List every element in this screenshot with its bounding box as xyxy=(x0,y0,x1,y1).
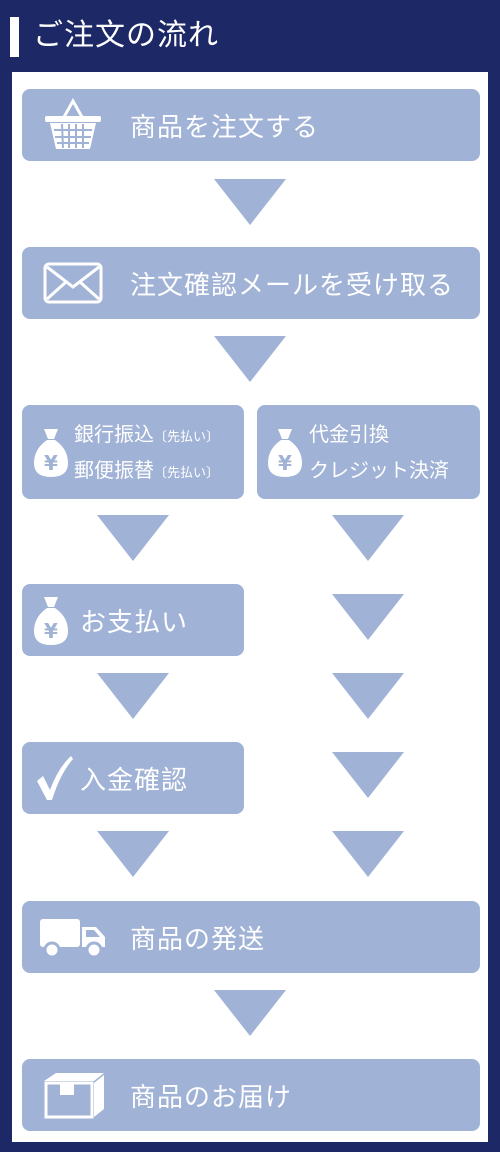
step-mail-label: 注文確認メールを受け取る xyxy=(130,271,455,301)
step-shipping: 商品の発送 xyxy=(22,901,480,973)
page-title: ご注文の流れ xyxy=(33,18,219,53)
credit-label: クレジット決済 xyxy=(309,458,449,482)
arrow-down xyxy=(332,831,404,877)
svg-text:¥: ¥ xyxy=(44,619,58,643)
arrow-down xyxy=(214,179,286,225)
basket-icon xyxy=(45,97,101,149)
step-payment: ¥ お支払い xyxy=(22,584,244,656)
money-bag-icon: ¥ xyxy=(268,429,302,477)
cod-label: 代金引換 xyxy=(309,422,389,446)
flow-panel: 商品を注文する 注文確認メールを受け取る ¥ 銀行振込〔先払い〕 xyxy=(12,72,488,1142)
step-delivery: 商品のお届け xyxy=(22,1059,480,1131)
svg-text:¥: ¥ xyxy=(278,451,292,475)
arrow-down xyxy=(332,594,404,640)
step-ship-label: 商品の発送 xyxy=(130,925,266,955)
bank-label: 銀行振込 xyxy=(74,422,154,446)
step-order: 商品を注文する xyxy=(22,89,480,161)
bank-line-1: 銀行振込〔先払い〕 xyxy=(74,417,219,455)
arrow-down xyxy=(332,752,404,798)
box-icon xyxy=(44,1073,104,1119)
step-bank-transfer: ¥ 銀行振込〔先払い〕 郵便振替〔先払い〕 xyxy=(22,405,244,499)
step-order-label: 商品を注文する xyxy=(130,113,320,143)
arrow-down xyxy=(214,336,286,382)
step-confirmation-mail: 注文確認メールを受け取る xyxy=(22,247,480,319)
arrow-down xyxy=(332,515,404,561)
money-bag-icon: ¥ xyxy=(34,597,68,645)
envelope-icon xyxy=(43,262,103,304)
postal-note: 〔先払い〕 xyxy=(154,466,220,481)
header-accent-bar xyxy=(10,17,19,57)
step-cod-credit: ¥ 代金引換 クレジット決済 xyxy=(257,405,480,499)
arrow-down xyxy=(97,831,169,877)
arrow-down xyxy=(332,673,404,719)
header: ご注文の流れ xyxy=(0,0,500,72)
checkmark-icon xyxy=(37,756,73,800)
bank-note: 〔先払い〕 xyxy=(154,430,220,445)
bank-line-2: 郵便振替〔先払い〕 xyxy=(74,453,219,491)
svg-text:¥: ¥ xyxy=(44,451,58,475)
step-deliver-label: 商品のお届け xyxy=(130,1083,293,1113)
step-payment-label: お支払い xyxy=(80,608,189,638)
arrow-down xyxy=(214,990,286,1036)
arrow-down xyxy=(97,515,169,561)
money-bag-icon: ¥ xyxy=(34,429,68,477)
step-payment-confirmation: 入金確認 xyxy=(22,742,244,814)
step-confirm-label: 入金確認 xyxy=(80,766,189,796)
truck-icon xyxy=(40,919,105,959)
postal-label: 郵便振替 xyxy=(74,458,154,482)
arrow-down xyxy=(97,673,169,719)
